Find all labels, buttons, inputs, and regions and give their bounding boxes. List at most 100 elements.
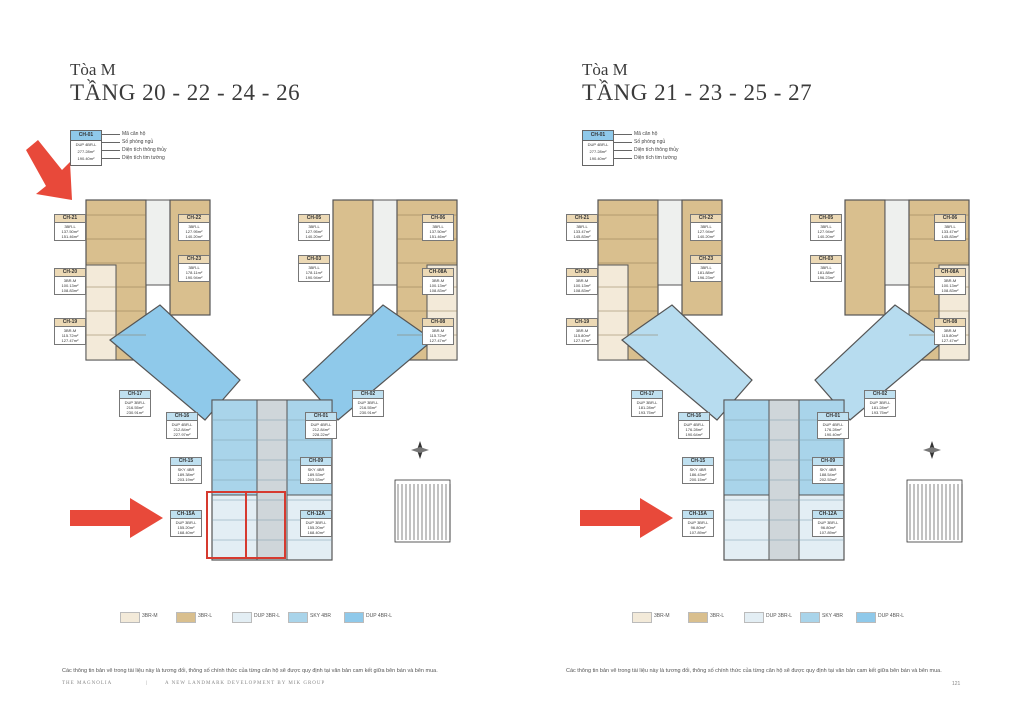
unit-area: 96.80m² [820, 525, 836, 530]
unit-key-label: Diện tích thông thủy [634, 147, 679, 153]
unit-callout-id: CH-06 [422, 214, 454, 223]
compass-icon [411, 447, 429, 453]
unit-area: 178.11m² [305, 270, 323, 275]
left-arm-duplex [109, 304, 241, 421]
unit-area: 181.88m² [697, 270, 715, 275]
legend-swatch [744, 612, 764, 623]
unit-area: 203.19m² [177, 477, 195, 482]
unit-area: 145.83m² [573, 234, 591, 239]
right-wing-west [332, 199, 374, 316]
unit-type: 3BR-L [432, 224, 444, 229]
legend-label: SKY 4BR [822, 613, 844, 619]
unit-type: SKY 4BR [689, 467, 707, 472]
unit-callout-id: CH-05 [298, 214, 330, 223]
legend-swatch [856, 612, 876, 623]
unit-type: 3BR-L [188, 265, 200, 270]
right-wing-corridor [884, 199, 910, 286]
unit-callout-id: CH-12A [300, 510, 332, 519]
unit-area: 127.94m² [817, 229, 835, 234]
legend-label: 3BR-L [198, 613, 213, 619]
unit-area: 203.53m² [307, 477, 325, 482]
unit-type: 3BR-M [943, 328, 957, 333]
unit-key-label: Diện tích thông thủy [122, 147, 167, 153]
unit-area: 216.55m² [126, 405, 144, 410]
unit-callout-id: CH-15 [682, 457, 714, 466]
unit-area: 212.84m² [312, 427, 330, 432]
left-wing-3brm [597, 264, 629, 361]
unit-area: 107.89m² [689, 530, 707, 535]
unit-key-body: DUP 4BR-L 277.28m² 190.40m² [582, 140, 614, 166]
legend-swatch [632, 612, 652, 623]
unit-area: 181.88m² [817, 270, 835, 275]
unit-type: 3BR-L [308, 265, 320, 270]
unit-callout-id: CH-05 [810, 214, 842, 223]
unit-callout-id: CH-08A [422, 268, 454, 277]
legend-swatch [800, 612, 820, 623]
unit-callout-id: CH-03 [298, 255, 330, 264]
unit-area: 178.11m² [185, 270, 203, 275]
unit-type: DUP 4BR-L [822, 422, 844, 427]
unit-area: 176.28m² [824, 427, 842, 432]
unit-callout-id: CH-22 [178, 214, 210, 223]
unit-area: 127.47m² [573, 338, 591, 343]
unit-type: 3BR-L [64, 224, 76, 229]
unit-callout-id: CH-23 [690, 255, 722, 264]
unit-type: 3BR-M [575, 278, 589, 283]
unit-callout-id: CH-23 [178, 255, 210, 264]
unit-type: 3BR-M [431, 278, 445, 283]
unit-key-label: Mã căn hộ [634, 131, 658, 137]
footer-tagline: A NEW LANDMARK DEVELOPMENT BY MIK GROUP [165, 681, 326, 686]
unit-callout-id: CH-16 [166, 412, 198, 421]
unit-callout-id: CH-17 [631, 390, 663, 399]
compass-icon [923, 447, 941, 453]
unit-callout-id: CH-01 [305, 412, 337, 421]
unit-area: 133.47m² [573, 229, 591, 234]
unit-area: 108.83m² [61, 288, 79, 293]
unit-area: 127.47m² [429, 338, 447, 343]
footer-brand: THE MAGNOLIA [62, 681, 113, 686]
unit-type: DUP 4BR-L [171, 422, 193, 427]
unit-type: 3BR-M [63, 278, 77, 283]
unit-area: 100.13m² [941, 283, 959, 288]
legend-label: DUP 4BR-L [366, 613, 393, 619]
unit-key-label: Mã căn hộ [122, 131, 146, 137]
unit-area: 189.38m² [177, 472, 195, 477]
unit-area: 227.97m² [173, 432, 191, 437]
unit-area: 151.46m² [61, 234, 79, 239]
unit-type: DUP 4BR-L [683, 422, 705, 427]
unit-type: DUP 3BR-L [305, 520, 327, 525]
unit-callout-id: CH-15A [682, 510, 714, 519]
unit-area: 196.23m² [817, 275, 835, 280]
unit-area: 155.20m² [177, 525, 195, 530]
unit-callout-id: CH-19 [54, 318, 86, 327]
right-wing-west [844, 199, 886, 316]
right-wing-corridor [372, 199, 398, 286]
unit-area: 108.83m² [941, 288, 959, 293]
left-wing-3brm [85, 264, 117, 361]
unit-type: 3BR-M [63, 328, 77, 333]
unit-area: 190.64m² [685, 432, 703, 437]
unit-area: 100.13m² [573, 283, 591, 288]
unit-type: 3BR-L [944, 224, 956, 229]
unit-type: 3BR-M [943, 278, 957, 283]
unit-area: 186.43m² [689, 472, 707, 477]
unit-area: 200.15m² [689, 477, 707, 482]
